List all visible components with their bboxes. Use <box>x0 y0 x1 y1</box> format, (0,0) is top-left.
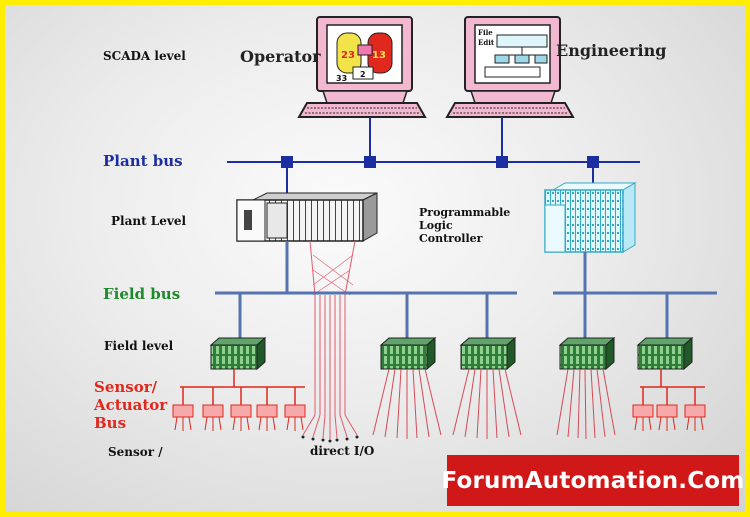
plant-bus-connectors <box>281 156 599 168</box>
operator-label: Operator <box>240 47 321 66</box>
plc-label: Programmable Logic Controller <box>419 206 511 245</box>
sensor-label: Sensor / <box>108 445 163 459</box>
sensor-actuator-bus-label: Sensor/ Actuator Bus <box>94 378 168 432</box>
operator-tank1-value: 23 <box>341 50 355 61</box>
engineering-menu-edit: Edit <box>478 38 495 47</box>
actuator-node-leads <box>174 416 304 431</box>
field-module-3 <box>459 336 517 371</box>
sensor-wiring-fans <box>372 368 616 440</box>
engineering-menu-file: File <box>478 28 493 37</box>
engineering-terminal <box>445 16 575 118</box>
engineering-label: Engineering <box>556 41 667 60</box>
field-module-5 <box>636 336 694 371</box>
actuator-nodes-right <box>632 404 706 418</box>
field-bus-line <box>215 241 717 340</box>
direct-io-cabling-dots <box>301 435 359 443</box>
field-module-2 <box>379 336 437 371</box>
plant-bus-label: Plant bus <box>103 152 183 170</box>
plant-bus-line <box>227 117 640 200</box>
actuator-node-leads-right <box>634 416 704 431</box>
direct-io-cabling <box>302 240 358 439</box>
field-bus-label: Field bus <box>103 285 181 303</box>
direct-io-label: direct I/O <box>310 444 375 458</box>
network-diagram: 23 13 33 2 File Edit <box>172 16 717 443</box>
field-module-1 <box>209 336 267 371</box>
field-level-label: Field level <box>104 339 174 353</box>
sensor-actuator-bus <box>180 369 305 405</box>
watermark-banner: ForumAutomation.Com <box>442 455 744 506</box>
plc-rack-remote <box>544 182 637 253</box>
operator-tank2-value: 13 <box>372 50 386 61</box>
sensor-actuator-bus-right <box>640 369 705 405</box>
plc-rack <box>236 192 378 242</box>
operator-left-value: 33 <box>336 74 347 83</box>
diagram-canvas: 23 13 33 2 File Edit <box>5 5 745 512</box>
field-module-4 <box>558 336 616 371</box>
operator-terminal <box>297 16 427 118</box>
operator-mid-value: 2 <box>360 70 366 79</box>
plant-level-label: Plant Level <box>111 214 187 228</box>
actuator-nodes <box>172 404 306 418</box>
direct-io-crosshatch <box>312 254 354 296</box>
scada-level-label: SCADA level <box>103 49 186 63</box>
